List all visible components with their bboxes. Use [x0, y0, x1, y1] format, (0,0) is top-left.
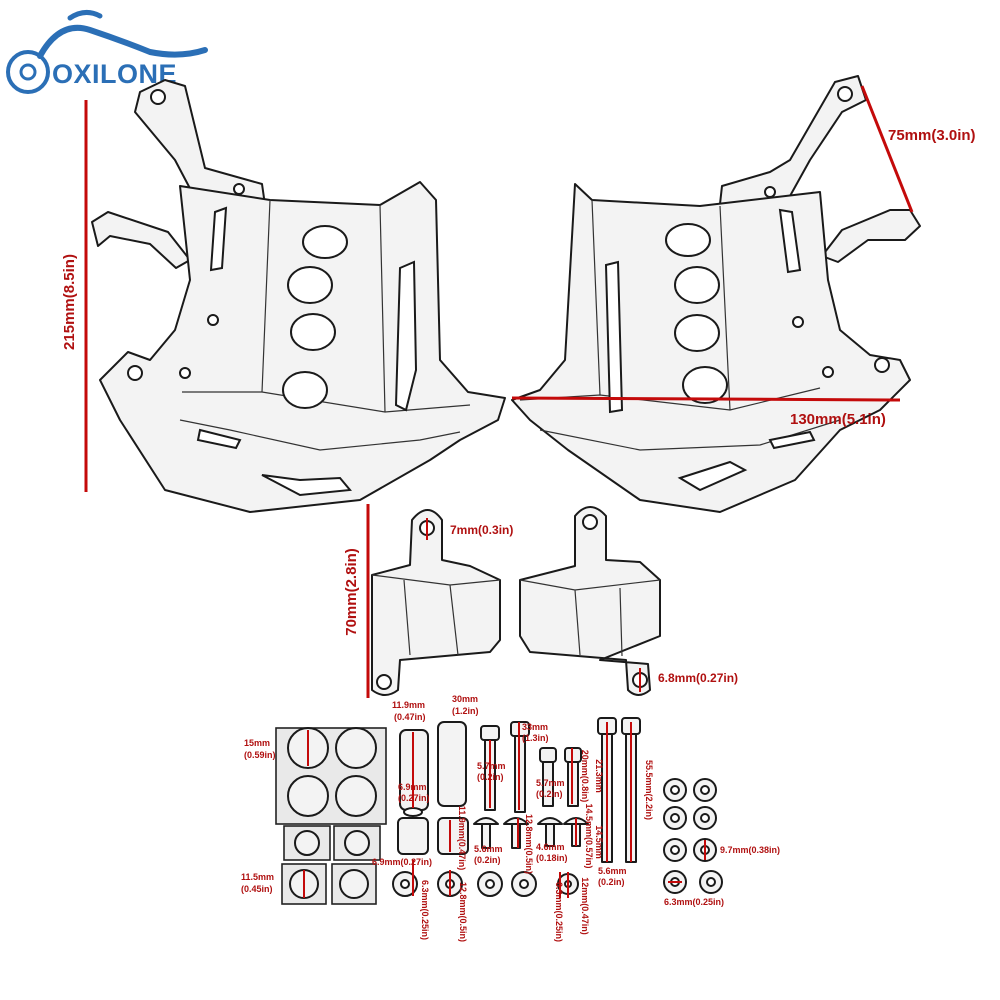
logo-wheel-icon: [6, 50, 50, 94]
label-btn2-d-b: (0.18in): [536, 853, 568, 863]
hardware-nuts: [663, 778, 723, 894]
label-bolt-mid-d-a: 5.7mm: [536, 778, 565, 788]
label-washer-small-2: 12mm(0.47in): [580, 877, 590, 935]
label-spacer2-len: 11.9mm(0.47in): [457, 806, 467, 871]
label-screw-a: 21.3mm: [594, 759, 604, 793]
label-btn-d-b: (0.2in): [474, 855, 501, 865]
label-hole-top: 7mm(0.3in): [450, 523, 513, 537]
label-hole-bottom: 6.8mm(0.27in): [658, 671, 738, 685]
label-washer-small-1: 6.3mm(0.25in): [554, 882, 564, 942]
label-bolt-long-d-a: 5.7mm: [477, 761, 506, 771]
label-bolt-long-b: (1.3in): [522, 733, 549, 743]
label-spacer-id-b: (0.27in): [398, 793, 430, 803]
skid-plate-right: [511, 75, 921, 513]
bracket-right: [519, 506, 661, 696]
label-rubber-large-a: 15mm: [244, 738, 270, 748]
label-plate-width: 130mm(5.1in): [790, 411, 886, 428]
label-height-total: 215mm(8.5in): [61, 254, 78, 350]
dimension-lines: [84, 85, 914, 898]
label-screw-d-a: 5.6mm: [598, 866, 627, 876]
label-spacer2-id: 6.9mm(0.27in): [372, 857, 432, 867]
label-spacer-len-a: 30mm: [452, 694, 478, 704]
label-bracket-height: 70mm(2.8in): [343, 548, 360, 636]
label-bolt-mid-len: 20mm(0.8in): [580, 750, 590, 803]
skid-plate-left: [91, 79, 506, 513]
dim-plate-width-line: [511, 396, 901, 402]
label-bolt-mid-d-b: (0.2in): [536, 789, 563, 799]
label-spacer-od-a: 11.9mm: [392, 700, 425, 710]
label-mount-width: 75mm(3.0in): [888, 127, 976, 144]
dim-mount-line: [860, 85, 914, 213]
label-screw-b: 14.5mm: [594, 825, 604, 859]
label-rubber-small-b: (0.45in): [241, 884, 273, 894]
label-rubber-small-a: 11.5mm: [241, 872, 274, 882]
label-nut-d: 9.7mm(0.38in): [720, 845, 780, 855]
label-washer-big-1: 6.3mm(0.25in): [420, 880, 430, 940]
label-spacer-od-b: (0.47in): [394, 712, 426, 722]
hardware-rubber-pads: [275, 727, 387, 905]
label-washer-big-2: 12.8mm(0.5in): [458, 882, 468, 942]
label-nut-id: 6.3mm(0.25in): [664, 897, 724, 907]
dimension-labels: 215mm(8.5in) 75mm(3.0in) 130mm(5.1in) 70…: [61, 127, 976, 942]
bracket-left: [371, 509, 501, 696]
label-screw-d-b: (0.2in): [598, 877, 625, 887]
label-btn2-d-a: 4.6mm: [536, 842, 565, 852]
label-spacer-len-b: (1.2in): [452, 706, 479, 716]
label-bolt-long-d-b: (0.2in): [477, 772, 504, 782]
label-screw-long: 55.5mm(2.2in): [644, 760, 654, 820]
label-btn-len: 12.8mm(0.5in): [524, 814, 534, 874]
label-rubber-large-b: (0.59in): [244, 750, 276, 760]
label-btn-d-a: 5.6mm: [474, 844, 503, 854]
brand-logo: OXILONE: [6, 10, 208, 94]
label-btn2-len: 14.5mm(0.57in): [584, 803, 594, 868]
label-spacer-id-a: 6.9mm: [398, 782, 427, 792]
label-bolt-long-a: 33mm: [522, 722, 548, 732]
